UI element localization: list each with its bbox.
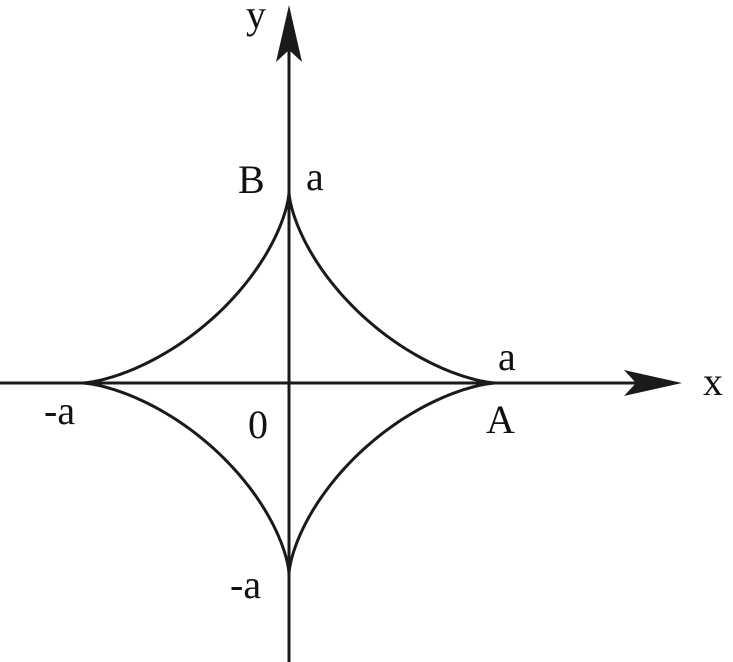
b-value-label: a (306, 154, 324, 199)
neg-y-label: -a (230, 562, 261, 607)
x-axis-arrow (624, 370, 682, 396)
y-axis-arrow (276, 5, 302, 62)
x-axis-label: x (703, 359, 723, 404)
point-b-label: B (238, 157, 265, 202)
y-axis-label: y (246, 0, 266, 37)
point-a-label: A (486, 397, 515, 442)
a-value-label: a (498, 334, 516, 379)
origin-label: 0 (248, 402, 268, 447)
neg-x-label: -a (44, 388, 75, 433)
astroid-curve (80, 190, 498, 576)
